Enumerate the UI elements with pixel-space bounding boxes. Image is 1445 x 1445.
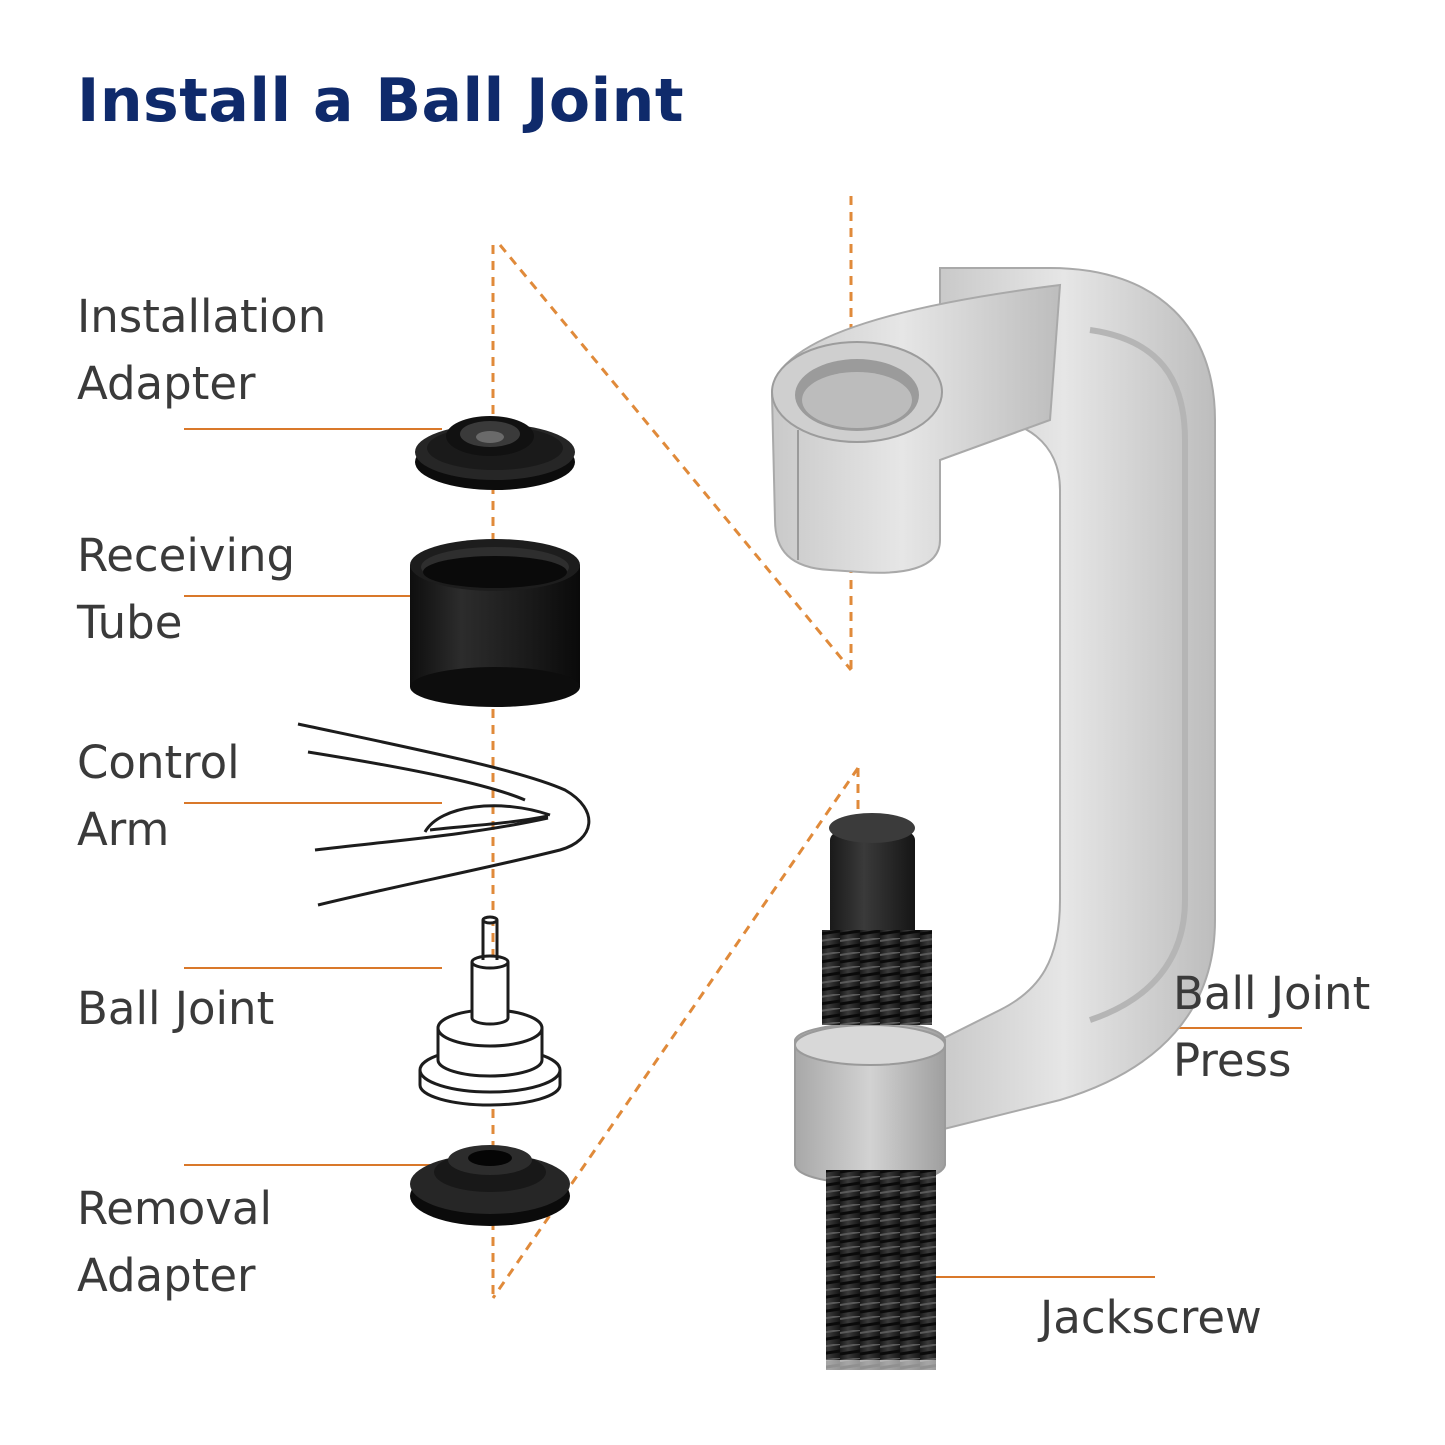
label-jackscrew: Jackscrew — [1040, 1284, 1262, 1351]
label-line: Installation — [77, 290, 327, 343]
jackscrew-part — [822, 813, 936, 1400]
label-line: Arm — [77, 803, 170, 856]
label-line: Removal — [77, 1182, 273, 1235]
label-receiving-tube: Receiving Tube — [77, 522, 295, 656]
label-line: Ball Joint — [1173, 967, 1371, 1020]
label-line: Adapter — [77, 357, 256, 410]
label-line: Press — [1173, 1034, 1292, 1087]
label-line: Jackscrew — [1040, 1291, 1262, 1344]
control-arm-part — [297, 722, 591, 907]
label-control-arm: Control Arm — [77, 729, 240, 863]
label-removal-adapter: Removal Adapter — [77, 1175, 272, 1309]
label-line: Tube — [77, 596, 183, 649]
removal-adapter-part — [410, 1145, 570, 1226]
label-installation-adapter: Installation Adapter — [77, 283, 326, 417]
page-title: Install a Ball Joint — [77, 66, 685, 136]
receiving-tube-part — [410, 539, 580, 707]
label-line: Ball Joint — [77, 982, 275, 1035]
label-line: Adapter — [77, 1249, 256, 1302]
label-ball-joint: Ball Joint — [77, 975, 274, 1042]
installation-adapter-part — [415, 416, 575, 490]
label-line: Control — [77, 736, 240, 789]
diagonal-guide-upper — [498, 244, 853, 671]
label-ball-joint-press: Ball Joint Press — [1173, 960, 1370, 1094]
ball-joint-press-part — [770, 267, 1216, 1185]
label-line: Receiving — [77, 529, 296, 582]
ball-joint-part — [418, 915, 562, 1107]
